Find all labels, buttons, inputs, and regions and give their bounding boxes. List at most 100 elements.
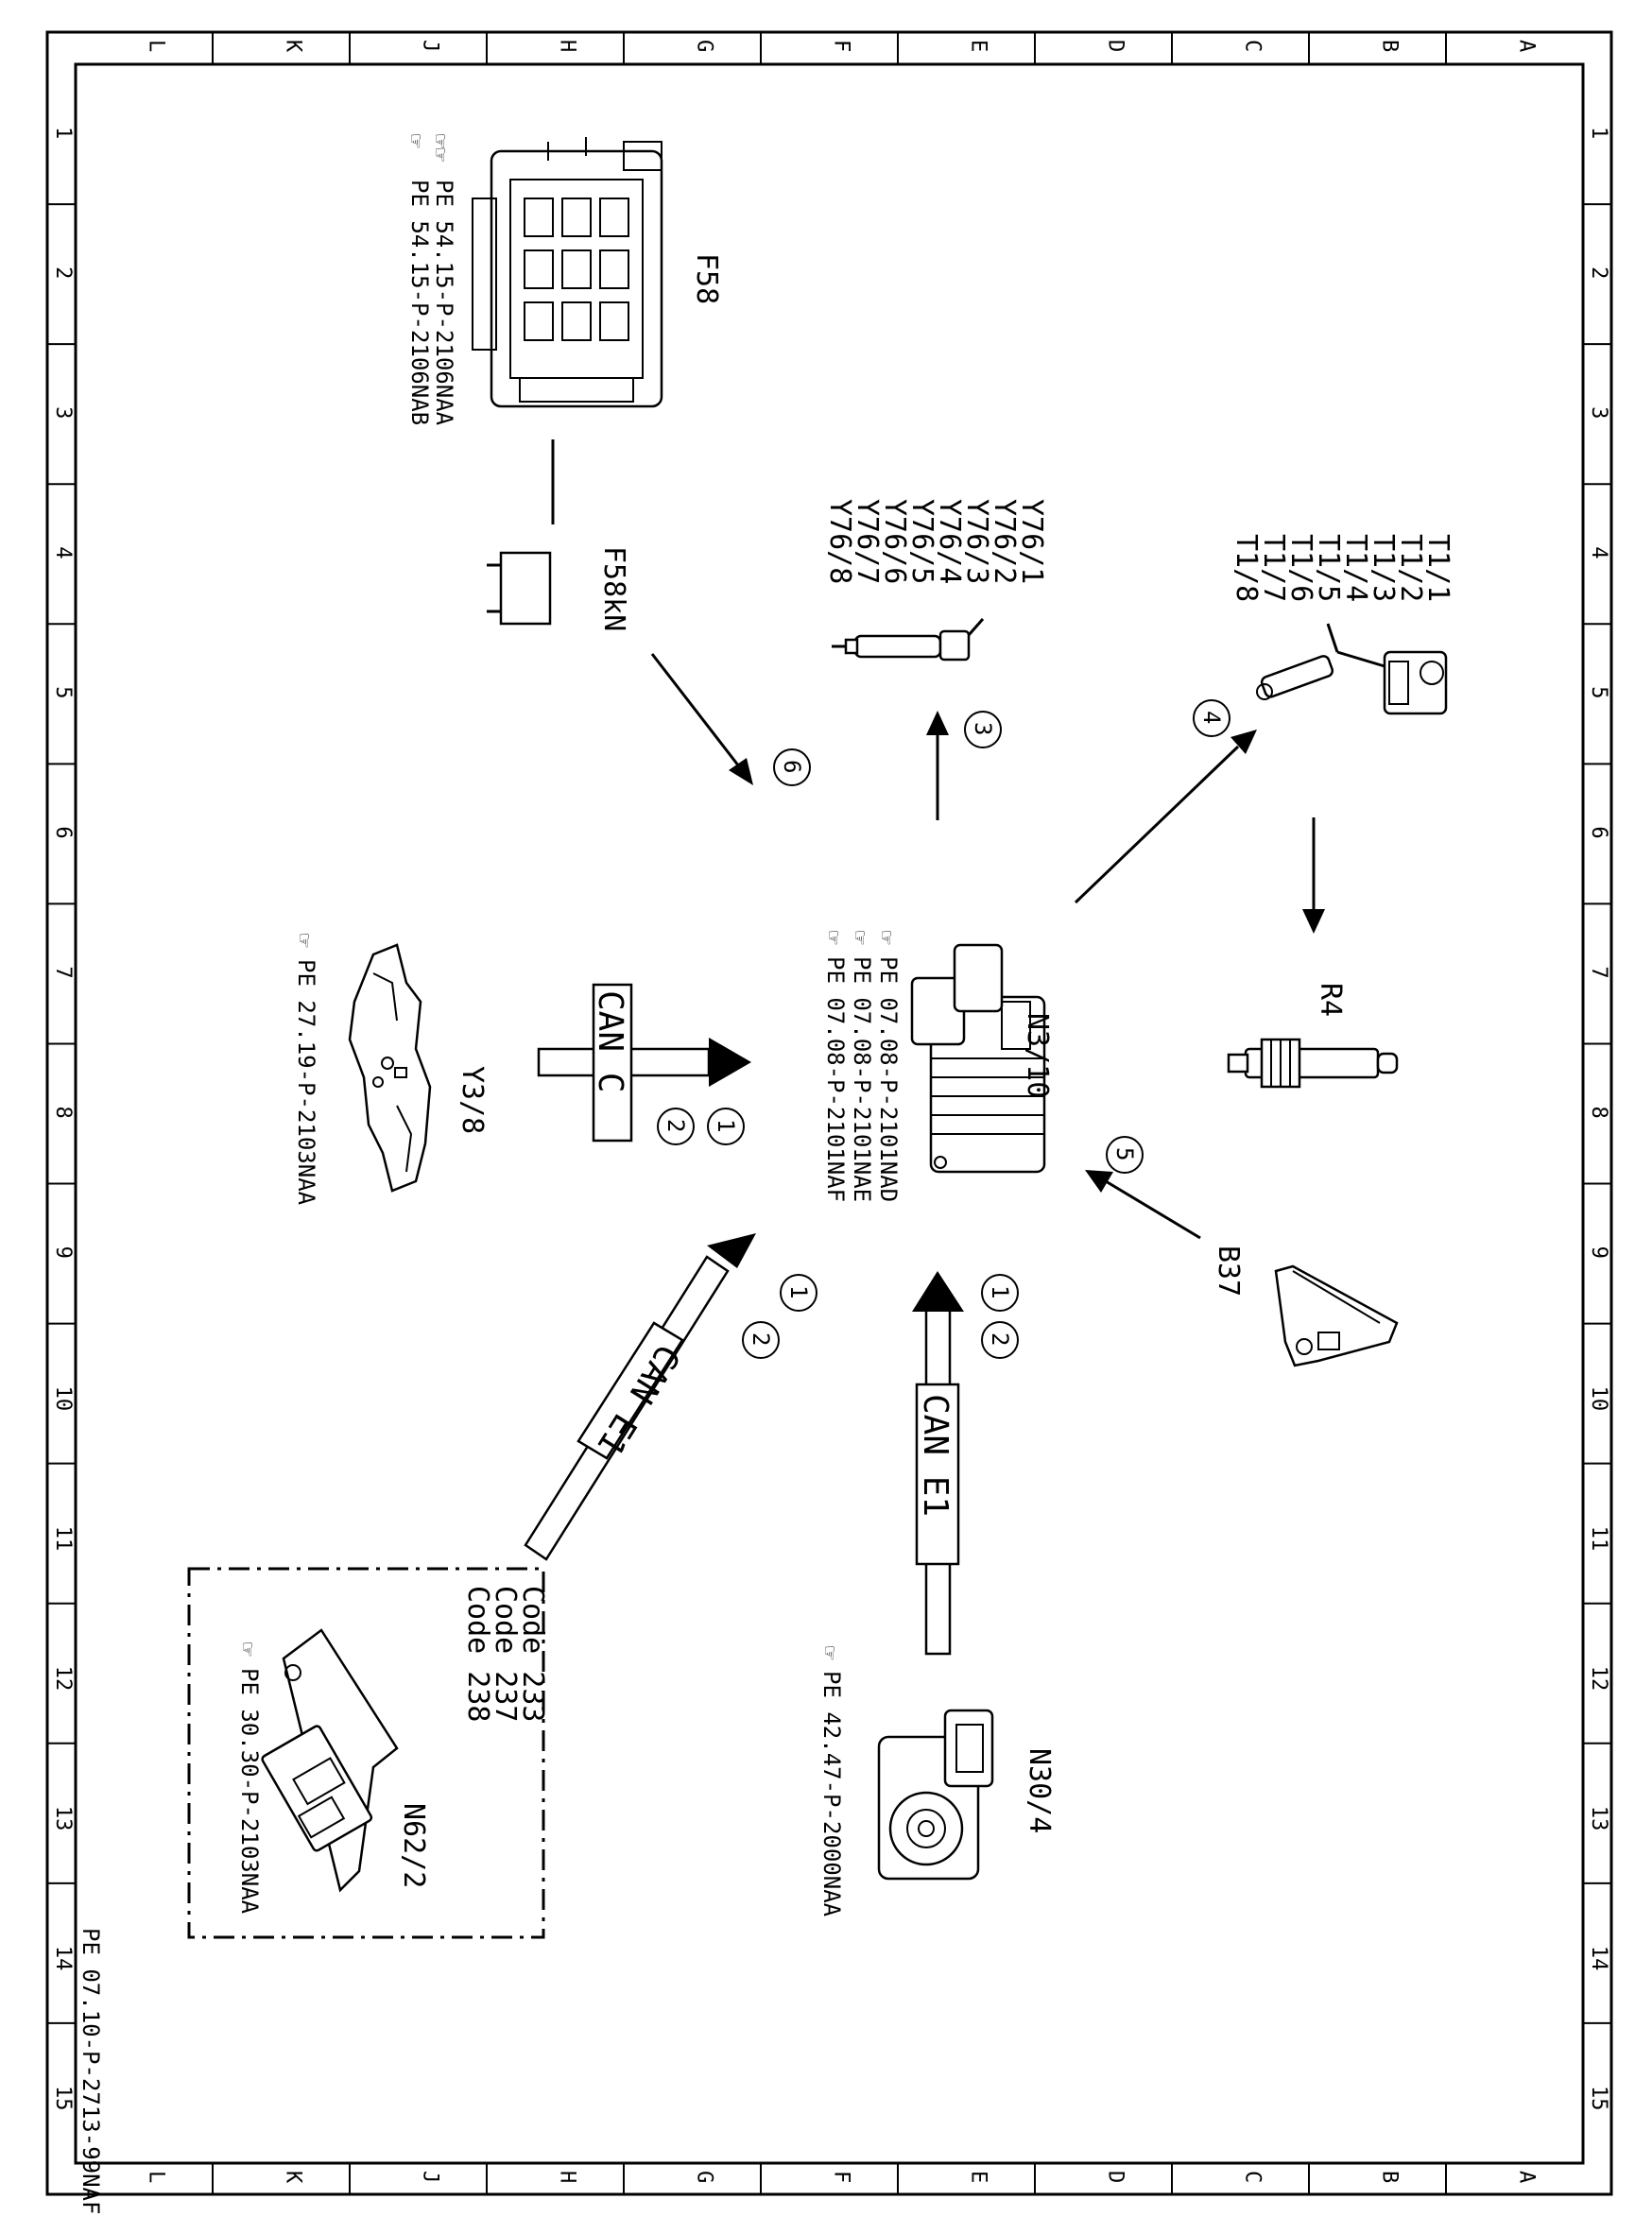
svg-text:☞: ☞ <box>234 1642 261 1657</box>
callout-1-can-c: 1 <box>707 1108 745 1145</box>
y3-8-valve-body-drawing <box>348 943 432 1193</box>
grid-letter-top: F <box>830 40 853 52</box>
svg-text:T1/1: T1/1 <box>1421 534 1454 602</box>
grid-letter-top: E <box>967 40 990 52</box>
grid-number-right: 12 <box>1587 1666 1610 1692</box>
n62-2-module-drawing <box>261 1628 399 1893</box>
outer-frame <box>45 30 1613 2196</box>
n30-4-label: N30/4 <box>1023 1748 1056 1833</box>
grid-letter-bottom: B <box>1378 2171 1402 2183</box>
svg-text:T1/8: T1/8 <box>1230 534 1263 602</box>
grid-letter-bottom: H <box>556 2171 579 2183</box>
n30-4-refs: ☞ PE 42.47-P-2000NAA <box>817 1646 845 1917</box>
arrow-r4 <box>1302 817 1325 934</box>
arrow-6 <box>650 653 753 785</box>
svg-text:Y76/3: Y76/3 <box>960 499 993 584</box>
grid-letter-bottom: D <box>1104 2171 1127 2183</box>
y76-labels: Y76/1 Y76/2 Y76/3 Y76/4 Y76/5 Y76/6 Y76/… <box>823 499 1048 584</box>
grid-ticks <box>47 32 1611 2194</box>
n3-10-ref-3: PE 07.08-P-2101NAF <box>822 956 849 1202</box>
svg-text:T1/4: T1/4 <box>1339 534 1372 602</box>
f58-label: F58 <box>690 253 723 304</box>
f58kn-label: F58kN <box>597 546 630 631</box>
grid-letter-top: G <box>693 40 716 52</box>
grid-letter-top: C <box>1241 40 1265 52</box>
svg-text:T1/5: T1/5 <box>1312 534 1345 602</box>
grid-number-left: 3 <box>51 406 75 419</box>
grid-letter-top: A <box>1515 40 1539 52</box>
y3-8-refs: ☞ PE 27.19-P-2103NAA <box>291 934 319 1206</box>
grid-number-left: 6 <box>51 826 75 838</box>
svg-text:T1/3: T1/3 <box>1367 534 1400 602</box>
grid-number-left: 7 <box>51 966 75 978</box>
svg-text:2: 2 <box>663 1119 689 1132</box>
grid-number-left: 8 <box>51 1107 75 1119</box>
n3-10-ref-2: PE 07.08-P-2101NAE <box>849 956 875 1202</box>
can-c-arrow: CAN C <box>537 983 751 1143</box>
callout-4: 4 <box>1193 699 1230 737</box>
n62-2-code-box <box>187 1567 545 1939</box>
grid-letter-bottom: K <box>282 2171 305 2184</box>
grid-number-left: 10 <box>51 1386 75 1412</box>
y3-8-label: Y3/8 <box>456 1066 489 1134</box>
grid-number-right: 5 <box>1587 686 1610 698</box>
grid-number-right: 7 <box>1587 966 1610 978</box>
svg-text:2: 2 <box>748 1332 774 1346</box>
grid-number-right: 10 <box>1587 1386 1610 1412</box>
callout-3: 3 <box>964 711 1002 748</box>
grid-letter-bottom: E <box>967 2171 990 2183</box>
grid-number-right: 13 <box>1587 1806 1610 1831</box>
grid-letter-bottom: C <box>1241 2171 1265 2183</box>
grid-number-left: 12 <box>51 1666 75 1692</box>
grid-letter-top: H <box>556 40 579 52</box>
n62-2-codes: Code 233 Code 237 Code 238 <box>461 1586 549 1723</box>
svg-text:☞: ☞ <box>847 931 873 945</box>
grid-number-right: 11 <box>1587 1526 1610 1552</box>
svg-text:Y76/2: Y76/2 <box>988 499 1021 584</box>
inner-frame <box>74 62 1585 2165</box>
grid-number-left: 13 <box>51 1806 75 1831</box>
grid-number-right: 4 <box>1587 546 1610 558</box>
svg-text:5: 5 <box>1111 1147 1138 1160</box>
n3-10-refs: ☞ ☞ ☞ PE 07.08-P-2101NAD PE 07.08-P-2101… <box>820 931 902 1202</box>
n62-2-refs: ☞ PE 30.30-P-2103NAA <box>234 1642 263 1915</box>
grid-letter-bottom: F <box>830 2171 853 2183</box>
svg-text:☞: ☞ <box>817 1646 843 1660</box>
svg-text:T1/7: T1/7 <box>1257 534 1290 602</box>
svg-text:☞: ☞ <box>403 134 429 148</box>
n62-2-label: N62/2 <box>397 1803 430 1888</box>
grid-number-right: 15 <box>1587 2086 1610 2111</box>
b37-label: B37 <box>1212 1246 1245 1297</box>
arrow-4 <box>1074 730 1257 904</box>
svg-text:☞☞: ☞☞ <box>427 134 454 162</box>
f58-fusebox-drawing <box>472 137 663 408</box>
grid-number-left: 2 <box>51 266 75 279</box>
grid-number-left: 9 <box>51 1246 75 1259</box>
f58kn-relay-drawing <box>487 551 552 626</box>
grid-number-right: 8 <box>1587 1107 1610 1119</box>
n3-10-label: N3/10 <box>1021 1013 1054 1098</box>
grid-number-right: 9 <box>1587 1246 1610 1259</box>
grid-letter-bottom: J <box>419 2171 442 2183</box>
callout-1-can-e1-vert: 1 <box>981 1274 1019 1312</box>
y3-8-ref-1: PE 27.19-P-2103NAA <box>293 959 319 1206</box>
grid-letter-top: B <box>1378 40 1402 52</box>
svg-text:4: 4 <box>1198 711 1225 724</box>
callout-6: 6 <box>773 748 811 786</box>
grid-letter-top: J <box>419 40 442 52</box>
r4-glow-plug-drawing <box>1227 1038 1399 1089</box>
grid-letter-bottom: G <box>693 2171 716 2183</box>
b37-pedal-sensor-drawing <box>1274 1264 1399 1367</box>
svg-text:T1/2: T1/2 <box>1394 534 1427 602</box>
svg-text:Y76/1: Y76/1 <box>1015 499 1048 584</box>
svg-text:Y76/8: Y76/8 <box>823 499 856 584</box>
r4-label: R4 <box>1314 983 1347 1017</box>
n3-10-ref-1: PE 07.08-P-2101NAD <box>875 956 902 1202</box>
can-e1-diagonal-arrow: CAN E1 <box>524 1233 756 1561</box>
arrow-5 <box>1085 1170 1201 1240</box>
grid-number-left: 14 <box>51 1946 75 1971</box>
grid-number-left: 5 <box>51 686 75 698</box>
